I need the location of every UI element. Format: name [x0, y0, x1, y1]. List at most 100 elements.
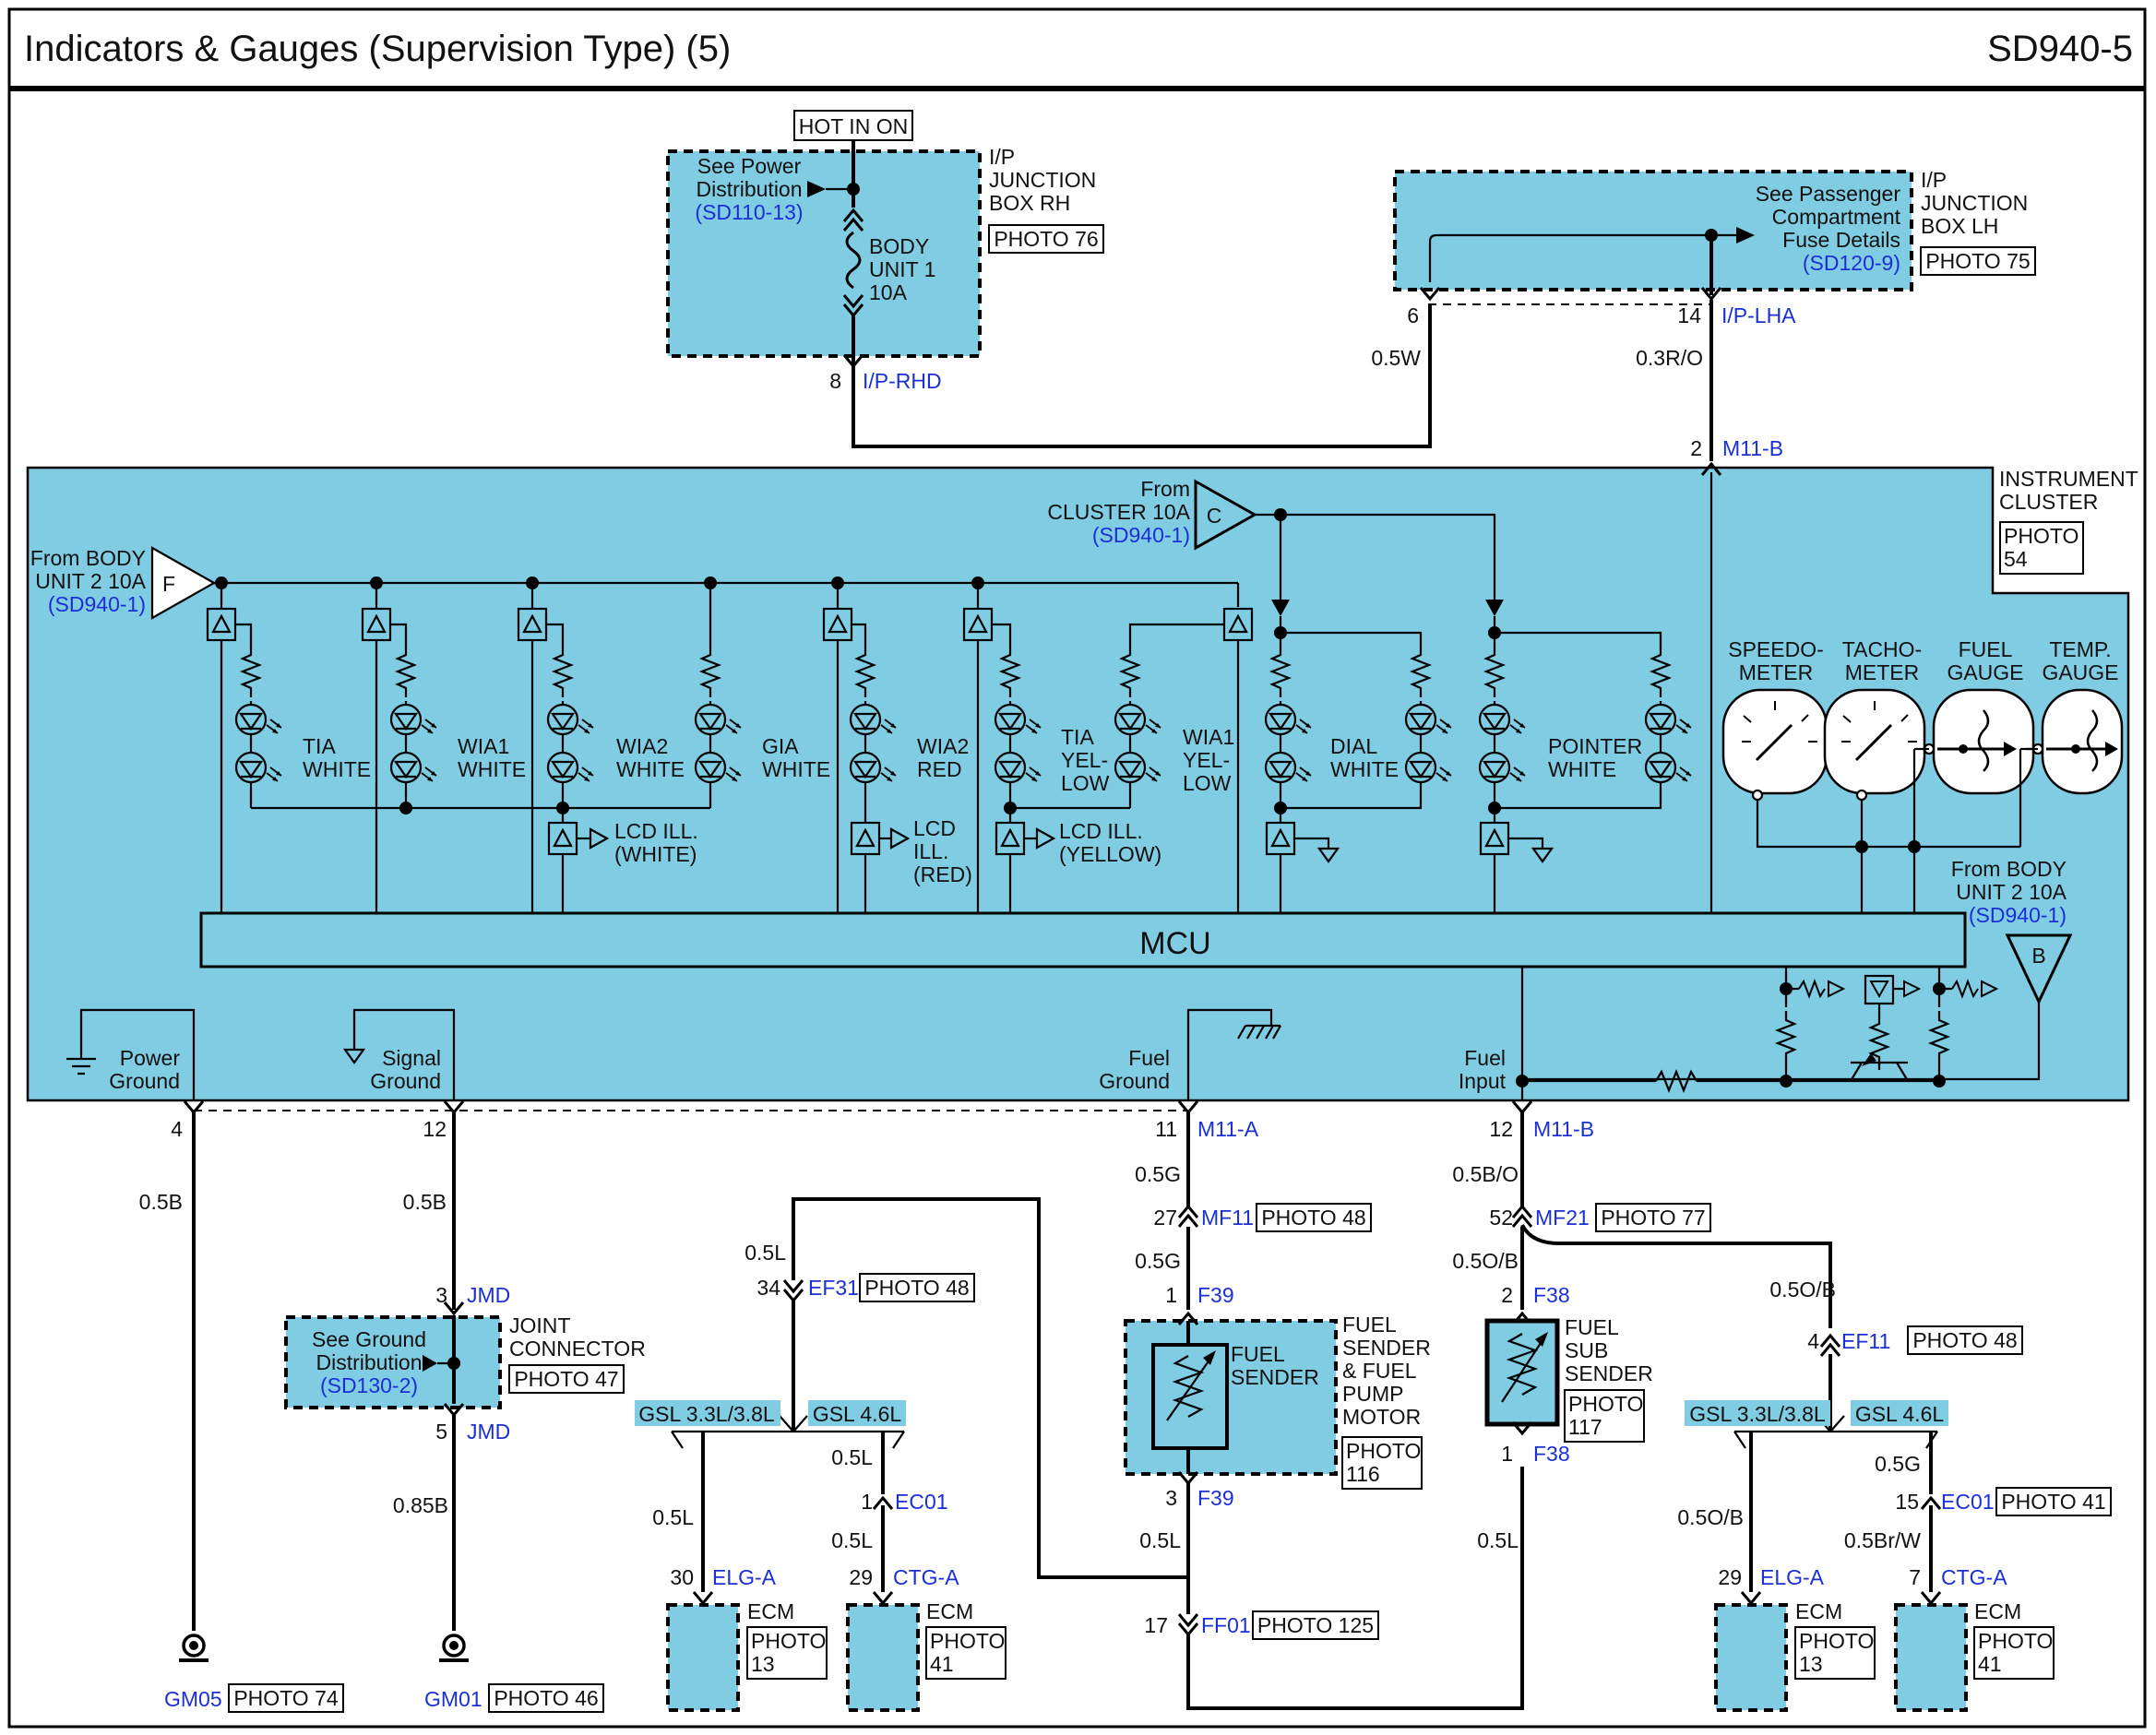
- svg-text:1: 1: [1165, 1283, 1177, 1307]
- junction-box-rh: HOT IN ON See Power Distribution (SD110-…: [666, 110, 1104, 393]
- svg-text:0.5B: 0.5B: [403, 1190, 447, 1214]
- svg-text:YEL-: YEL-: [1183, 748, 1230, 772]
- ef11-photo[interactable]: PHOTO 48: [1912, 1328, 2017, 1352]
- svg-text:CLUSTER: CLUSTER: [1999, 490, 2098, 514]
- svg-text:Power: Power: [120, 1046, 181, 1070]
- mcu-block: [199, 911, 1967, 969]
- svg-text:& FUEL: & FUEL: [1342, 1359, 1417, 1383]
- gm05-photo[interactable]: PHOTO 74: [233, 1686, 339, 1710]
- svg-text:30: 30: [670, 1565, 694, 1589]
- sub-sender-photo[interactable]: PHOTO: [1568, 1392, 1643, 1416]
- svg-text:POINTER: POINTER: [1548, 734, 1642, 758]
- svg-text:Distribution: Distribution: [316, 1350, 422, 1374]
- fuel-sub-sender-circuit: 12 M11-B 0.5B/O 52 MF21 PHOTO 77 0.5O/B …: [1452, 1099, 1832, 1552]
- from-b-ref[interactable]: (SD940-1): [1969, 903, 2067, 927]
- ec01-photo[interactable]: PHOTO 41: [2001, 1490, 2105, 1514]
- svg-text:SUB: SUB: [1565, 1338, 1608, 1362]
- svg-text:WHITE: WHITE: [1330, 757, 1399, 781]
- ecm-right-2: [1894, 1603, 1968, 1712]
- svg-text:Fuel: Fuel: [1128, 1046, 1170, 1070]
- svg-text:13[interactable]: 13: [1799, 1652, 1823, 1676]
- ecm-photo-41-left[interactable]: PHOTO: [930, 1629, 1005, 1653]
- svg-text:Distribution: Distribution: [696, 177, 802, 201]
- svg-text:B: B: [2031, 944, 2045, 968]
- svg-text:LOW: LOW: [1061, 771, 1110, 795]
- svg-text:SENDER: SENDER: [1231, 1365, 1319, 1389]
- jb-lh-photo[interactable]: PHOTO 75: [1925, 249, 2030, 273]
- svg-text:WIA2: WIA2: [917, 734, 969, 758]
- cluster-photo[interactable]: PHOTO: [2004, 524, 2079, 548]
- connector-elg-a-left: ELG-A: [712, 1565, 777, 1589]
- svg-text:ECM: ECM: [926, 1599, 973, 1623]
- svg-text:116[interactable]: 116: [1346, 1462, 1380, 1486]
- power-ground-circuit: 4 0.5B GM05 PHOTO 74: [139, 1099, 344, 1713]
- svg-text:INSTRUMENT: INSTRUMENT: [1999, 467, 2138, 491]
- passenger-fuse-ref[interactable]: (SD120-9): [1803, 251, 1900, 275]
- connector-ef31: EF31: [808, 1276, 859, 1300]
- svg-text:WHITE: WHITE: [616, 757, 685, 781]
- svg-text:12: 12: [1489, 1117, 1513, 1141]
- svg-text:F: F: [162, 572, 175, 596]
- gsl-a-right: GSL 3.3L/3.8L: [1689, 1402, 1826, 1426]
- header: Indicators & Gauges (Supervision Type) (…: [7, 7, 2147, 1729]
- svg-text:15: 15: [1895, 1490, 1919, 1514]
- svg-text:DIAL: DIAL: [1330, 734, 1377, 758]
- svg-text:41[interactable]: 41: [930, 1652, 954, 1676]
- svg-text:117[interactable]: 117: [1568, 1415, 1602, 1439]
- connector-mf11: MF11: [1201, 1206, 1254, 1230]
- svg-text:TEMP.: TEMP.: [2049, 637, 2111, 661]
- svg-text:From BODY: From BODY: [30, 546, 146, 570]
- svg-text:0.3R/O: 0.3R/O: [1636, 346, 1703, 370]
- from-f-ref[interactable]: (SD940-1): [48, 592, 146, 616]
- svg-text:12: 12: [423, 1117, 447, 1141]
- svg-text:11: 11: [1155, 1117, 1177, 1141]
- ef31-photo[interactable]: PHOTO 48: [864, 1276, 969, 1300]
- mf11-photo[interactable]: PHOTO 48: [1261, 1206, 1365, 1230]
- ground-gm01-icon: [437, 1634, 471, 1662]
- gm01-photo[interactable]: PHOTO 46: [494, 1686, 598, 1710]
- ecm-photo-41-right[interactable]: PHOTO: [1978, 1629, 2053, 1653]
- mf21-photo[interactable]: PHOTO 77: [1601, 1206, 1705, 1230]
- svg-text:17: 17: [1144, 1613, 1168, 1637]
- svg-text:1: 1: [861, 1490, 873, 1514]
- temp-gauge: TEMP. GAUGE: [2031, 637, 2124, 795]
- svg-text:ECM: ECM: [1795, 1599, 1842, 1623]
- svg-text:13[interactable]: 13: [751, 1652, 775, 1676]
- ground-dist-ref[interactable]: (SD130-2): [320, 1373, 418, 1397]
- svg-text:TIA: TIA: [303, 734, 336, 758]
- svg-text:0.5W: 0.5W: [1371, 346, 1421, 370]
- svg-text:41[interactable]: 41: [1978, 1652, 2002, 1676]
- svg-text:0.5L: 0.5L: [1139, 1528, 1181, 1552]
- svg-text:UNIT 2 10A: UNIT 2 10A: [35, 569, 146, 593]
- svg-text:10A: 10A: [869, 280, 908, 304]
- ecm-left-circuit: 0.5L 34 EF31 PHOTO 48 GSL 3.3L/3.8L GSL …: [635, 1199, 1007, 1712]
- power-dist-ref[interactable]: (SD110-13): [695, 200, 803, 224]
- svg-text:ECM: ECM: [747, 1599, 794, 1623]
- svg-text:Fuse Details: Fuse Details: [1782, 228, 1900, 252]
- svg-text:From BODY: From BODY: [1951, 857, 2067, 881]
- svg-text:C: C: [1207, 504, 1222, 528]
- svg-text:WIA1: WIA1: [458, 734, 509, 758]
- ecm-photo-13-right[interactable]: PHOTO: [1799, 1629, 1874, 1653]
- svg-text:27: 27: [1153, 1206, 1177, 1230]
- svg-text:54[interactable]: 54: [2004, 547, 2028, 571]
- svg-text:14: 14: [1677, 303, 1701, 327]
- svg-text:GIA: GIA: [762, 734, 799, 758]
- svg-text:UNIT 1: UNIT 1: [869, 257, 935, 281]
- svg-text:SENDER: SENDER: [1342, 1336, 1431, 1360]
- svg-text:0.5G: 0.5G: [1135, 1162, 1181, 1186]
- svg-text:0.5O/B: 0.5O/B: [1452, 1249, 1519, 1273]
- svg-text:BOX RH: BOX RH: [989, 191, 1070, 215]
- connector-jmd-bottom: JMD: [467, 1420, 510, 1444]
- connector-elg-a-right: ELG-A: [1760, 1565, 1825, 1589]
- ff01-photo[interactable]: PHOTO 125: [1257, 1613, 1374, 1637]
- jb-rh-photo[interactable]: PHOTO 76: [994, 227, 1098, 251]
- ecm-photo-13-left[interactable]: PHOTO: [751, 1629, 826, 1653]
- joint-photo[interactable]: PHOTO 47: [514, 1367, 618, 1391]
- connector-ctg-a-left: CTG-A: [893, 1565, 959, 1589]
- svg-text:GAUGE: GAUGE: [2042, 660, 2118, 684]
- svg-text:UNIT 2 10A: UNIT 2 10A: [1956, 880, 2067, 904]
- fuel-pump-photo[interactable]: PHOTO: [1346, 1439, 1421, 1463]
- from-c-ref[interactable]: (SD940-1): [1092, 523, 1190, 547]
- connector-m11-b-bottom: M11-B: [1533, 1117, 1594, 1141]
